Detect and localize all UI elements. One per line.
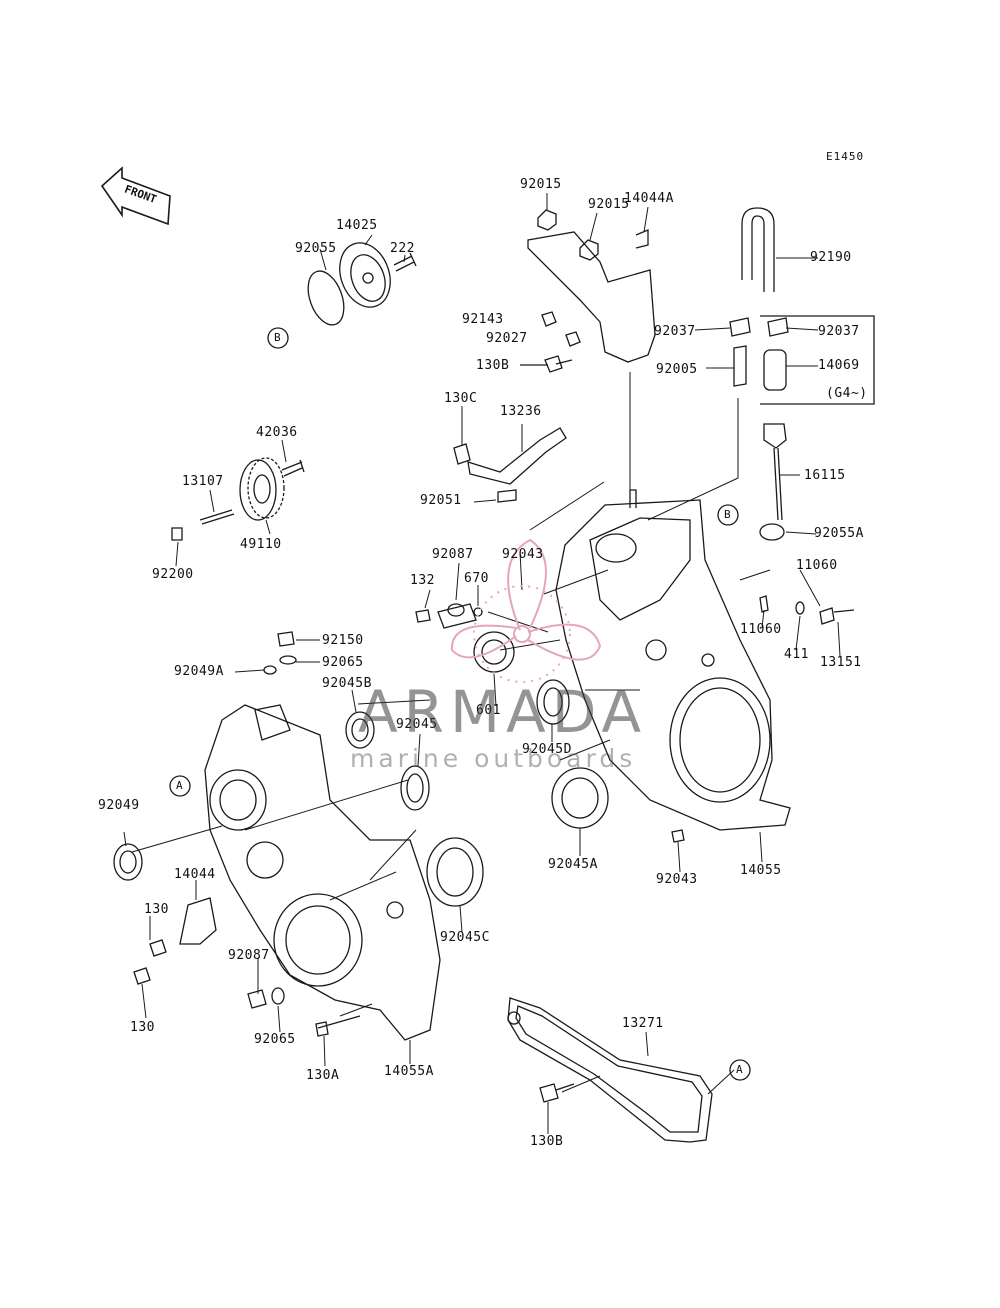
- part-label: 92045D: [522, 742, 572, 757]
- part-label: 92045: [396, 717, 438, 732]
- watermark-propeller-icon: [450, 538, 602, 683]
- part-label: 130B: [476, 358, 510, 373]
- o-ring-92055A: [759, 523, 785, 541]
- callout-a-bottom: [729, 1059, 751, 1081]
- part-label: 92087: [228, 948, 270, 963]
- part-label: 92143: [462, 312, 504, 327]
- part-label: 13271: [622, 1016, 664, 1031]
- part-label: 92045B: [322, 676, 372, 691]
- part-label: 92055A: [814, 526, 864, 541]
- part-label: 92051: [420, 493, 462, 508]
- bearing-92045A: [551, 767, 609, 829]
- callout-a-left-text: A: [176, 779, 184, 792]
- part-label: 92037: [654, 324, 696, 339]
- part-label: 13151: [820, 655, 862, 670]
- bearing-92045C: [426, 837, 484, 907]
- part-label: 14055A: [384, 1064, 434, 1079]
- part-label: 92005: [656, 362, 698, 377]
- part-label: 92045A: [548, 857, 598, 872]
- part-label: 92037: [818, 324, 860, 339]
- gasket-13271: [507, 997, 713, 1143]
- part-label: 42036: [256, 425, 298, 440]
- part-label: 92043: [502, 547, 544, 562]
- part-label: 130C: [444, 391, 478, 406]
- part-label: 16115: [804, 468, 846, 483]
- arm-13236: [453, 427, 567, 503]
- part-label: 670: [464, 571, 489, 586]
- part-label: 92087: [432, 547, 474, 562]
- part-label: 130A: [306, 1068, 340, 1083]
- leader-lines: [123, 193, 841, 1134]
- bearing-92045D: [536, 679, 570, 725]
- variant-note: (G4~): [826, 386, 868, 401]
- part-label: 130: [130, 1020, 155, 1035]
- part-label: 92150: [322, 633, 364, 648]
- o-ring-92055: [307, 270, 345, 326]
- callout-b-right: [717, 504, 739, 526]
- watermark-tagline: marine outboards: [350, 744, 637, 773]
- part-label: 14044: [174, 867, 216, 882]
- part-label: 92015: [520, 177, 562, 192]
- front-arrow-icon: FRONT: [100, 166, 171, 226]
- part-label: 411: [784, 647, 809, 662]
- part-label: 222: [390, 241, 415, 256]
- part-label: 92065: [322, 655, 364, 670]
- part-label: 92027: [486, 331, 528, 346]
- part-label: 13236: [500, 404, 542, 419]
- gear-49110: [171, 457, 305, 541]
- part-label: 601: [476, 703, 501, 718]
- bearing-92045B: [345, 711, 375, 749]
- part-label: 92065: [254, 1032, 296, 1047]
- lever-92087: [415, 603, 483, 629]
- part-label: 92015: [588, 197, 630, 212]
- part-label: 92049A: [174, 664, 224, 679]
- breather-hose-92190: [729, 207, 875, 405]
- callout-markers: [169, 327, 751, 1081]
- crankcase-14055: [555, 489, 791, 831]
- part-label: 14055: [740, 863, 782, 878]
- callout-b-top-text: B: [274, 331, 282, 344]
- part-label: 92049: [98, 798, 140, 813]
- callout-a-bottom-text: A: [736, 1063, 744, 1076]
- callout-b-right-text: B: [724, 508, 732, 521]
- part-label: 132: [410, 573, 435, 588]
- part-label: 11060: [796, 558, 838, 573]
- part-label: 92043: [656, 872, 698, 887]
- part-label: 11060: [740, 622, 782, 637]
- part-label: 14069: [818, 358, 860, 373]
- callout-a-left: [169, 775, 191, 797]
- part-label: 130B: [530, 1134, 564, 1149]
- bearing-601: [473, 631, 515, 673]
- part-label: 13107: [182, 474, 224, 489]
- small-parts-right: [671, 595, 855, 843]
- seal-92049: [113, 843, 143, 881]
- part-label: 14025: [336, 218, 378, 233]
- bearing-92045: [400, 765, 430, 811]
- pump-cover-14025: [307, 242, 417, 326]
- callout-b-top: [267, 327, 289, 349]
- part-label: 92055: [295, 241, 337, 256]
- part-label: 92200: [152, 567, 194, 582]
- small-parts-left: [133, 631, 361, 1037]
- part-label: 92045C: [440, 930, 490, 945]
- watermark-brand: ARMADA: [358, 678, 648, 746]
- part-label: 130: [144, 902, 169, 917]
- diagram-code: E1450: [826, 150, 865, 163]
- bracket-14044A: [520, 209, 656, 373]
- dipstick-16115: [759, 423, 787, 541]
- part-label: 14044A: [624, 191, 674, 206]
- part-label: 92190: [810, 250, 852, 265]
- crankcase-14055A: [204, 704, 441, 1041]
- part-label: 49110: [240, 537, 282, 552]
- filter-14069: [763, 349, 787, 391]
